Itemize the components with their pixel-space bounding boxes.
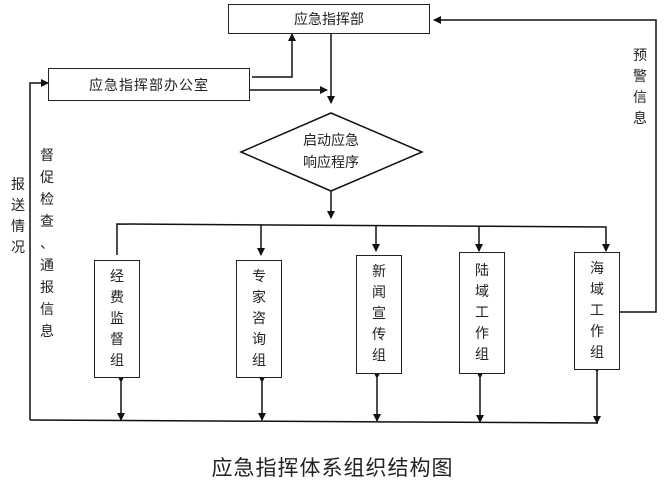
label-char: 警	[633, 69, 647, 85]
label-char: 海	[590, 260, 604, 277]
group-land: 陆域工作组	[459, 252, 505, 374]
label-char: 监	[110, 310, 124, 327]
label-char: 组	[372, 348, 386, 364]
group-expert: 专家咨询组	[236, 260, 282, 378]
supervise-label: 督促检查、通报信息	[37, 145, 57, 343]
edge-report	[29, 79, 49, 420]
label-char: 陆	[475, 262, 489, 279]
label-char: 域	[475, 283, 489, 300]
label-char: 咨	[252, 310, 266, 327]
label-char: 域	[590, 281, 604, 298]
decision-line-1: 启动应急	[303, 133, 359, 149]
group-news: 新闻宣传组	[356, 255, 402, 374]
label-char: 报	[11, 177, 25, 193]
label-char: 费	[110, 289, 124, 306]
decision-diamond	[239, 112, 424, 192]
label-char: 组	[475, 346, 489, 363]
label-char: 信	[633, 90, 647, 106]
label-char: 工	[590, 302, 604, 319]
label-char: 家	[252, 289, 266, 306]
label-char: 作	[475, 325, 489, 342]
label-char: 送	[11, 198, 25, 214]
report-label: 报送情况	[8, 175, 28, 259]
label-char: 询	[252, 331, 266, 348]
label-char: 经	[110, 268, 124, 285]
decision-label: 启动应急 响应程序	[281, 130, 381, 174]
label-char: 查	[40, 214, 54, 230]
label-char: 新	[372, 264, 386, 280]
office-node: 应急指挥部办公室	[48, 68, 250, 101]
label-char: 通	[40, 258, 54, 274]
command-node: 应急指挥部	[228, 4, 430, 34]
label-char: 况	[11, 240, 25, 256]
label-char: 闻	[372, 285, 386, 301]
label-char: 报	[40, 280, 54, 296]
label-char: 检	[40, 192, 54, 208]
office-label: 应急指挥部办公室	[89, 77, 209, 94]
label-char: 组	[110, 352, 124, 369]
label-char: 宣	[372, 306, 386, 322]
group-sea: 海域工作组	[574, 252, 620, 370]
label-char: 督	[110, 331, 124, 348]
warning-info-label: 预警信息	[630, 46, 650, 130]
label-char: 息	[633, 111, 647, 127]
label-char: 专	[252, 268, 266, 285]
label-char: 传	[372, 327, 386, 343]
label-char: 情	[11, 219, 25, 235]
label-char: 督	[40, 148, 54, 164]
label-char: 息	[40, 324, 54, 340]
command-label: 应急指挥部	[294, 12, 364, 28]
label-char: 组	[252, 352, 266, 369]
diagram-title: 应急指挥体系组织结构图	[211, 456, 454, 480]
decision-line-2: 响应程序	[303, 155, 359, 171]
label-char: 组	[590, 344, 604, 361]
label-char: 作	[590, 323, 604, 340]
edge-office-to-command	[252, 33, 296, 78]
label-char: 、	[40, 236, 54, 252]
label-char: 信	[40, 302, 54, 318]
bottom-bus	[29, 419, 599, 424]
label-char: 工	[475, 304, 489, 321]
label-char: 促	[40, 170, 54, 186]
label-char: 预	[633, 48, 647, 64]
edge-warning	[433, 16, 657, 313]
group-finance: 经费监督组	[94, 260, 140, 378]
branch-bus	[116, 223, 610, 255]
